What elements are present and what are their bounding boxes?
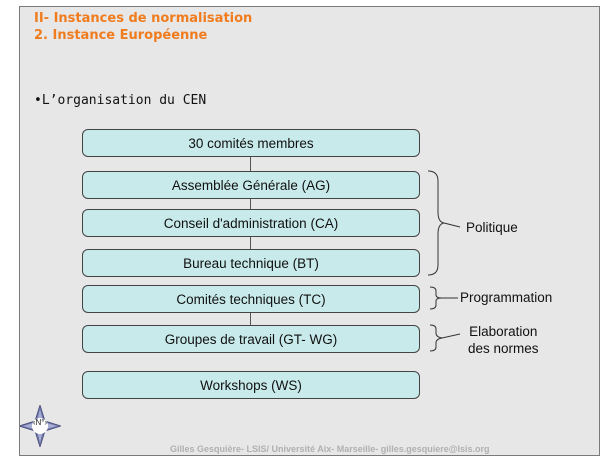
connector-line [250, 237, 251, 249]
connector-line [250, 313, 251, 325]
group-label-elaboration: Elaboration des normes [468, 323, 539, 357]
group-label-elaboration-line2: des normes [468, 341, 539, 356]
org-box-working-groups: Groupes de travail (GT- WG) [82, 325, 420, 353]
org-box-workshops: Workshops (WS) [82, 371, 420, 399]
bracket-elaboration [429, 324, 443, 352]
connector-line [250, 199, 251, 209]
org-box-technical-bureau: Bureau technique (BT) [82, 249, 420, 277]
bracket-politique-pointer [443, 222, 461, 228]
group-label-programmation: Programmation [460, 290, 553, 305]
connector-line [250, 157, 251, 171]
org-box-general-assembly: Assemblée Générale (AG) [82, 171, 420, 199]
group-label-politique: Politique [466, 220, 518, 235]
bracket-programmation [429, 286, 443, 310]
bracket-elaboration-pointer [441, 333, 461, 339]
slide-footer: Gilles Gesquière- LSIS/ Université Aix- … [170, 444, 490, 454]
slide-title: II- Instances de normalisation [34, 11, 253, 26]
org-box-board: Conseil d'administration (CA) [82, 209, 420, 237]
bullet-text: •L’organisation du CEN [34, 93, 207, 108]
group-label-elaboration-line1: Elaboration [469, 324, 538, 339]
slide-number: ‹N°› [32, 418, 48, 427]
org-box-technical-committees: Comités techniques (TC) [82, 285, 420, 313]
compass-icon: ‹N°› [20, 403, 63, 449]
org-box-committees: 30 comités membres [82, 129, 420, 157]
slide: II- Instances de normalisation 2. Instan… [19, 6, 600, 456]
bracket-politique [427, 170, 445, 276]
slide-subtitle: 2. Instance Européenne [34, 28, 208, 43]
